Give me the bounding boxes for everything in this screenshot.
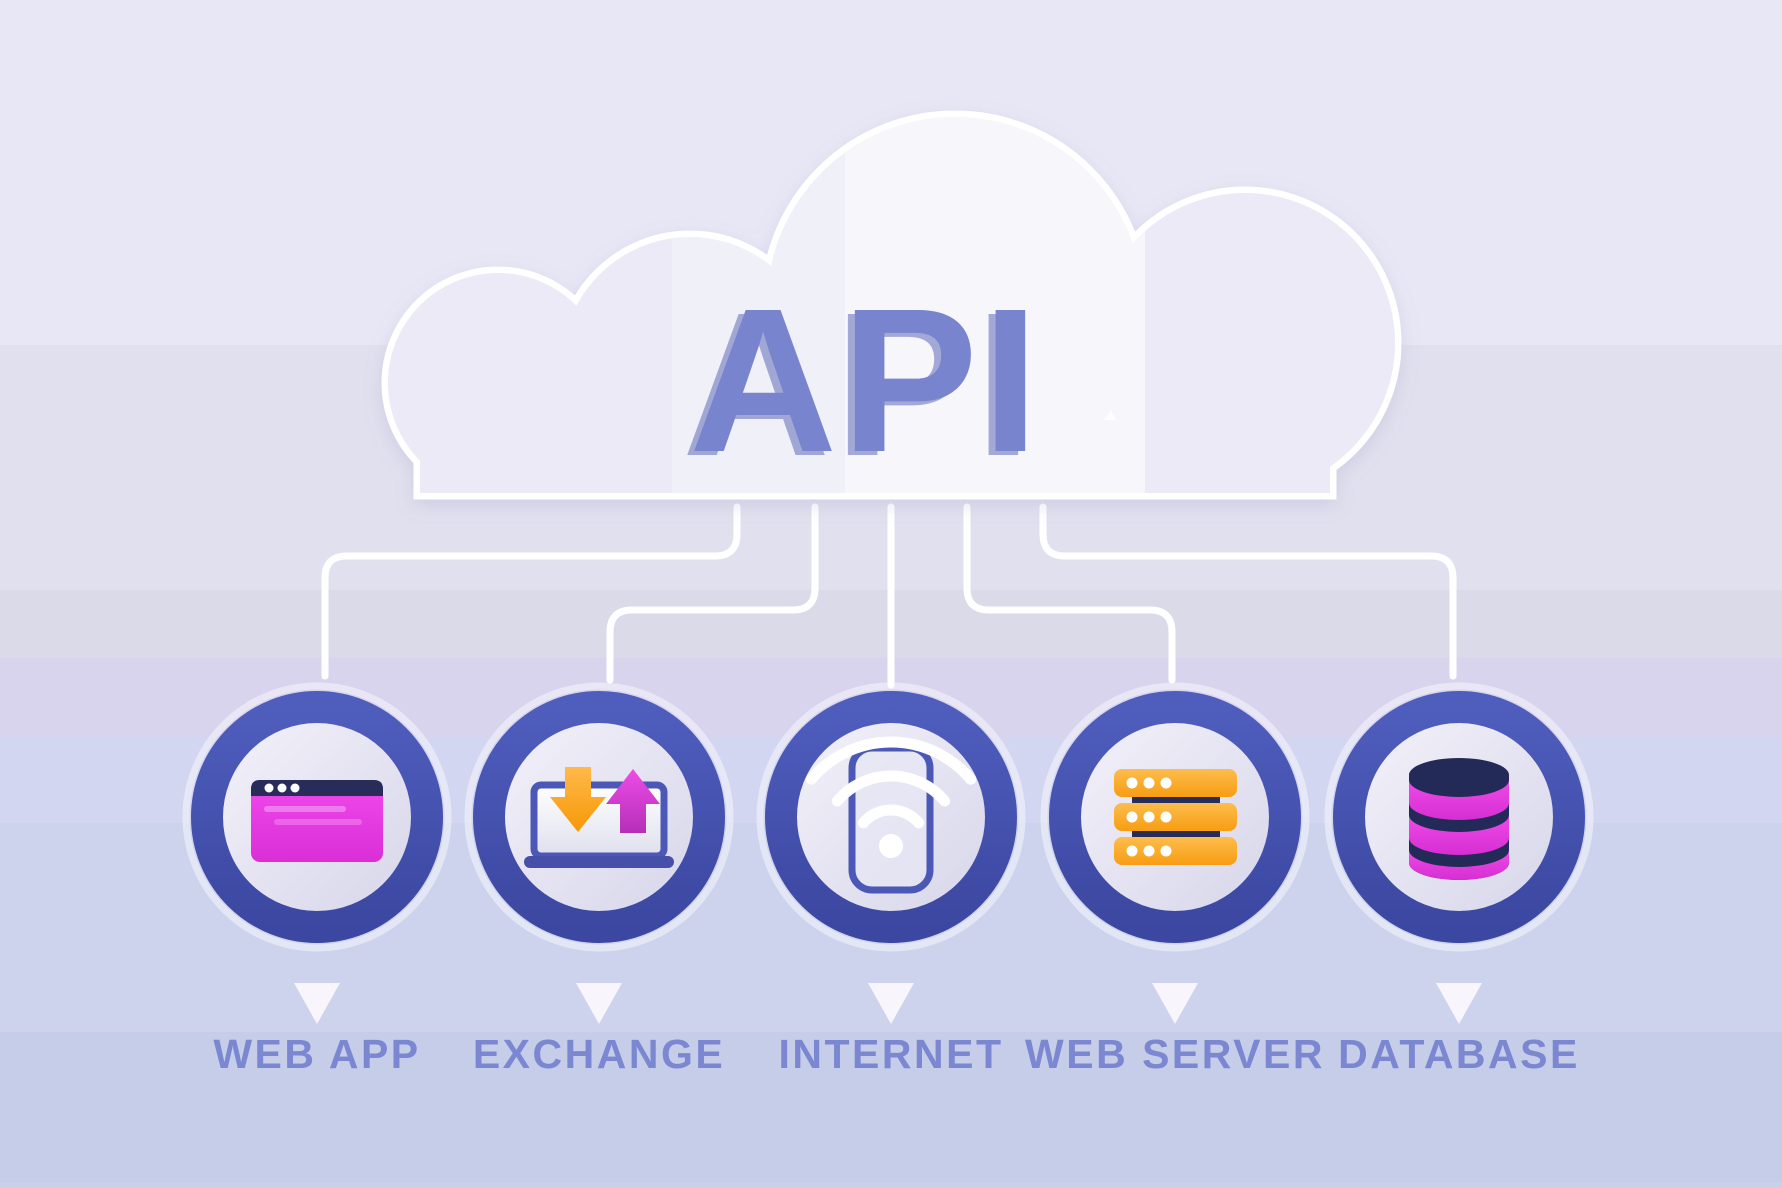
connector-exchange [606, 503, 819, 684]
browser-window-icon [251, 780, 383, 862]
node-ring [191, 691, 443, 943]
node-label-web-app: WEB APP [213, 1031, 420, 1077]
connectors [321, 503, 1457, 689]
api-title: API [689, 266, 1043, 495]
database-cylinder-icon [1409, 758, 1509, 880]
connector-web-app [321, 503, 741, 680]
background-band [0, 1032, 1782, 1182]
node-web-app: WEB APP [182, 682, 452, 1077]
node-label-database: DATABASE [1338, 1031, 1580, 1077]
node-label-exchange: EXCHANGE [473, 1031, 725, 1077]
upload-arrow-icon [606, 769, 660, 833]
node-ring [765, 691, 1017, 943]
node-web-server: WEB SERVER [1025, 682, 1325, 1077]
server-rack-icon [1114, 769, 1237, 865]
download-arrow-icon [550, 767, 606, 832]
pointer-marker [294, 983, 340, 1024]
node-halo [464, 682, 734, 952]
wifi-dot [879, 834, 903, 858]
pointer-marker [868, 983, 914, 1024]
node-exchange: EXCHANGE [464, 682, 734, 1077]
connector-web-server [963, 503, 1176, 684]
node-halo [1324, 682, 1594, 952]
node-database: DATABASE [1324, 682, 1594, 1077]
node-halo [1040, 682, 1310, 952]
node-label-web-server: WEB SERVER [1025, 1031, 1325, 1077]
node-ring [1333, 691, 1585, 943]
api-title-shadow: API [682, 270, 1036, 499]
api-cloud: API API [381, 110, 1402, 500]
node-label-internet: INTERNET [779, 1031, 1004, 1077]
smartphone-wifi-icon [805, 736, 977, 894]
node-halo [756, 682, 1026, 952]
wifi-waves-icon [805, 736, 977, 829]
node-internet: INTERNET [756, 682, 1026, 1077]
pointer-marker [1152, 983, 1198, 1024]
pointer-marker [576, 983, 622, 1024]
node-ring [1049, 691, 1301, 943]
node-halo [182, 682, 452, 952]
node-ring [473, 691, 725, 943]
background-band [0, 1182, 1782, 1188]
connector-database [1039, 503, 1457, 680]
laptop-sync-icon [524, 767, 674, 868]
pointer-marker [1436, 983, 1482, 1024]
